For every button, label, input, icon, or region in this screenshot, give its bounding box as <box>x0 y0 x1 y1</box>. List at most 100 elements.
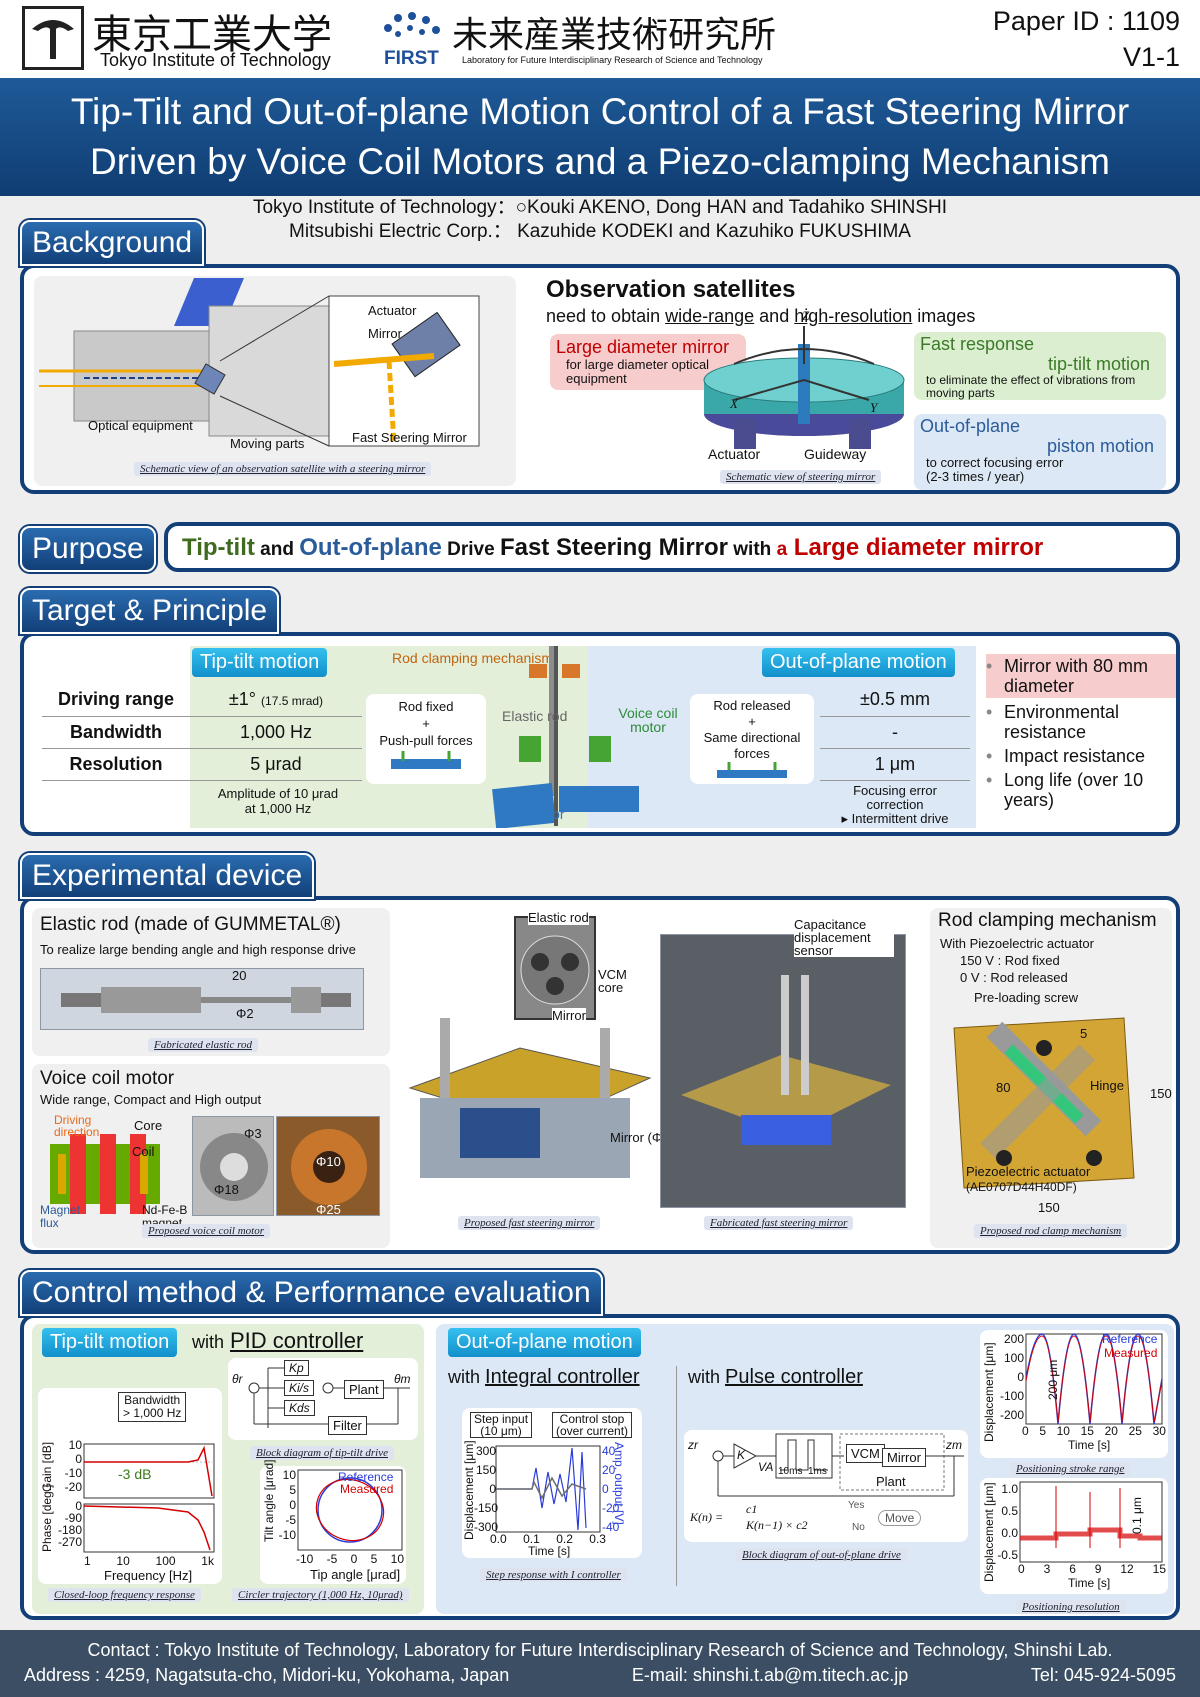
core-label: Core <box>134 1118 163 1133</box>
authors-line-2: Mitsubishi Electric Corp.： Kazuhide KODE… <box>289 221 911 242</box>
label-guideway: Guideway <box>804 446 867 462</box>
tt-motion-tab: Tip-tilt motion <box>192 648 328 677</box>
caption-circ: Circler trajectory (1,000 Hz, 10μrad) <box>232 1588 409 1602</box>
kp-block: Kp <box>284 1360 309 1376</box>
mirror-block: Mirror <box>882 1448 926 1467</box>
label-mirror: Mirror <box>368 326 402 341</box>
kd-block: Kds <box>284 1400 315 1416</box>
caption-clamp: Proposed rod clamp mechanism <box>974 1224 1128 1238</box>
filter-block: Filter <box>328 1416 367 1435</box>
footer-email[interactable]: E-mail: shinshi.t.ab@m.titech.ac.jp <box>631 1665 909 1685</box>
push-pull-arrows-icon <box>391 751 461 769</box>
circ-reference-legend: Reference <box>338 1470 394 1484</box>
vcm-core-photo <box>192 1116 274 1216</box>
background-panel: Actuator Mirror Optical equipment Moving… <box>20 264 1180 494</box>
footer-line-2: Address : 4259, Nagatsuta-cho, Midori-ku… <box>24 1663 1176 1688</box>
purpose-panel: Tip-tilt and Out-of-plane Drive Fast Ste… <box>164 522 1180 572</box>
phi10-label: Φ10 <box>316 1154 341 1169</box>
title-line-2: Driven by Voice Coil Motors and a Piezo-… <box>90 141 1110 182</box>
title-line-1: Tip-Tilt and Out-of-plane Motion Control… <box>70 91 1130 132</box>
resolution-plot <box>1019 1481 1163 1563</box>
label-fast-steering-mirror: Fast Steering Mirror <box>352 430 467 445</box>
capacitance-sensor-label: Capacitance displacement sensor <box>794 918 894 957</box>
poster-footer: Contact : Tokyo Institute of Technology,… <box>0 1630 1200 1697</box>
rod-clamp-label: Rod clamping mechanism <box>392 650 554 666</box>
vcm-box: Voice coil motor Wide range, Compact and… <box>32 1064 390 1248</box>
poster-header: 東京工業大学 Tokyo Institute of Technology FIR… <box>0 0 1200 78</box>
res-annotation: 0.1 μm <box>1130 1497 1144 1534</box>
label-optical-equipment: Optical equipment <box>88 418 193 433</box>
stroke-reference-legend: Reference <box>1102 1332 1158 1346</box>
oop-sub1: to correct focusing error <box>926 455 1064 470</box>
oop-line2: piston motion <box>1046 436 1154 456</box>
label-actuator: Actuator <box>368 303 417 318</box>
t10-label: 10ms <box>778 1466 803 1477</box>
authors-line-1: Tokyo Institute of Technology：○Kouki AKE… <box>252 197 948 218</box>
stroke-measured-legend: Measured <box>1104 1346 1158 1360</box>
piezo-model: (AE0707D44H40DF) <box>966 1180 1077 1194</box>
rod-clamp-150v: 150 V : Rod fixed <box>960 953 1060 968</box>
clamp-dim-5: 5 <box>1080 1026 1088 1041</box>
clamp-dim-80: 80 <box>996 1080 1011 1095</box>
pid-label: PID controller <box>230 1328 364 1353</box>
elastic-rod-label: Elastic rod <box>502 708 568 724</box>
pulse-block-diagram: zr K VA 10ms 1ms VCM Mirror zm Plant K(n… <box>684 1430 968 1542</box>
label-moving-parts: Moving parts <box>230 436 305 451</box>
elastic-rod-photo <box>40 968 364 1030</box>
yes-label: Yes <box>848 1500 865 1511</box>
elastic-rod-title: Elastic rod (made of GUMMETAL®) <box>40 914 341 935</box>
preload-screw-label: Pre-loading screw <box>974 990 1079 1005</box>
freq-response-chart: Bandwidth> 1,000 Hz Gain [dB] Phase [deg… <box>38 1388 222 1584</box>
inset-mirror: Mirror <box>552 1008 586 1023</box>
phase-axis-label: Phase [deg.] <box>40 1484 54 1552</box>
label-actuator-2: Actuator <box>708 446 761 462</box>
circ-xlabel: Tip angle [μrad] <box>310 1567 401 1582</box>
zr-label: zr <box>688 1438 698 1452</box>
inset-elastic-rod: Elastic rod <box>528 910 589 925</box>
dim-phi2: Φ2 <box>236 1006 254 1021</box>
axis-z-label: Z <box>802 308 810 323</box>
vcm-section-drawing <box>50 1134 160 1214</box>
inset-vcm-core: VCM core <box>598 967 627 995</box>
fast-response-line1: Fast response <box>920 334 1035 354</box>
purpose-heading: Purpose <box>20 526 156 572</box>
target-panel: Tip-tilt motion Out-of-plane motion Rod … <box>20 632 1180 836</box>
rod-clamp-title: Rod clamping mechanism <box>938 910 1157 931</box>
caption-vcm: Proposed voice coil motor <box>142 1224 270 1238</box>
first-logo-icon <box>384 12 440 37</box>
caption-bd: Block diagram of tip-tilt drive <box>250 1446 394 1460</box>
piezo-label: Piezoelectric actuator <box>966 1164 1091 1179</box>
no-label: No <box>852 1522 865 1533</box>
footer-address: Address : 4259, Nagatsuta-cho, Midori-ku… <box>24 1665 510 1685</box>
target-table-right: ±0.5 mm - 1 μm <box>820 684 970 781</box>
fsm-cad-drawing <box>408 1018 652 1178</box>
stroke-plot <box>1025 1333 1163 1425</box>
axis-x-label: X <box>730 396 738 411</box>
caption-fsm: Proposed fast steering mirror <box>458 1216 601 1230</box>
phase-ticks: 0-90-180-270 <box>57 1499 82 1549</box>
t1-label: 1ms <box>808 1466 827 1477</box>
driving-direction-label: Driving direction <box>54 1113 100 1139</box>
caption-freq: Closed-loop frequency response <box>48 1588 201 1602</box>
fast-response-sub: to eliminate the effect of vibrations fr… <box>926 373 1136 400</box>
axis-y-label: Y <box>870 400 878 415</box>
bullet-environmental: Environmental resistance <box>986 702 1176 742</box>
rod-fixed-box: Rod fixed+Push-pull forces <box>366 694 486 784</box>
footer-tel: Tel: 045-924-5095 <box>1030 1665 1176 1685</box>
satellite-drawing <box>39 278 480 447</box>
minus3db-label: -3 dB <box>118 1466 152 1482</box>
steering-mirror-drawing <box>703 326 905 449</box>
stroke-xlabel: Time [s] <box>1068 1438 1111 1452</box>
caption-satellite: Schematic view of an observation satelli… <box>134 462 432 476</box>
oop-line1: Out-of-plane <box>920 416 1021 436</box>
bullet-mirror: Mirror with 80 mm diameter <box>986 654 1176 698</box>
plant-label: Plant <box>876 1474 906 1489</box>
tt-with: with <box>192 1332 225 1352</box>
